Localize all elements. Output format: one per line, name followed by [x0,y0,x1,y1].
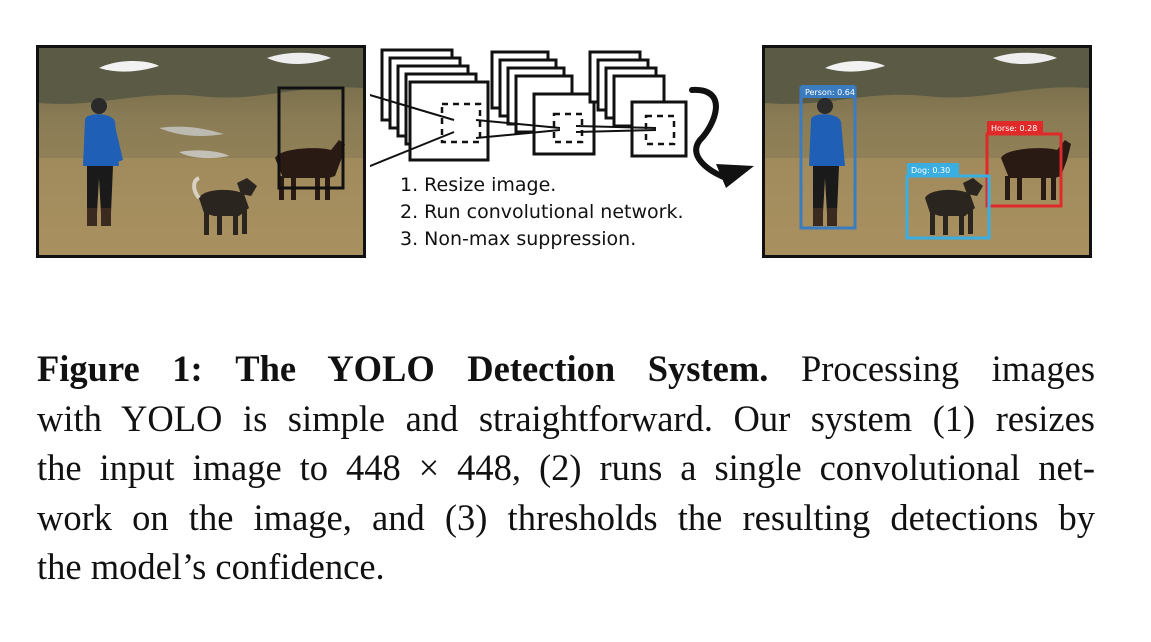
output-scene: Person: 0.64 Horse: 0.28 Dog: 0.30 [765,48,1089,255]
figure-title: The YOLO Detection System. [235,348,769,389]
input-scene [39,48,363,255]
step-nms: 3. Non-max suppression. [400,228,637,250]
yolo-figure: 1. Resize image. 2. Run convolutional ne… [0,0,1151,300]
caption-line-2: with YOLO is simple and straightforward.… [37,397,1095,439]
input-image [36,45,366,258]
caption-text-1: Processing images [800,348,1096,389]
step-run-network: 2. Run convolutional network. [400,201,684,223]
caption-line-1: Figure 1: The YOLO Detection System. Pro… [37,344,1095,394]
detection-person-label: Person: 0.64 [805,88,855,97]
network-diagram [370,48,754,188]
detection-horse-label: Horse: 0.28 [991,124,1037,133]
caption-line-5: the model’s confidence. [37,546,385,587]
caption-line-3: the input image to 448 × 448, (2) runs a… [37,447,1095,488]
figure-caption: Figure 1: The YOLO Detection System. Pro… [37,344,1095,592]
processing-steps: 1. Resize image. 2. Run convolutional ne… [400,172,684,253]
caption-line-4: work on the image, and (3) thresholds th… [37,496,1095,538]
step-resize: 1. Resize image. [400,174,557,196]
detection-horse: Horse: 0.28 [985,121,1063,208]
detection-dog: Dog: 0.30 [905,163,991,240]
detection-dog-label: Dog: 0.30 [911,166,950,175]
output-image: Person: 0.64 Horse: 0.28 Dog: 0.30 [762,45,1092,258]
figure-label: Figure 1: [37,348,203,389]
detection-person: Person: 0.64 [799,85,857,230]
